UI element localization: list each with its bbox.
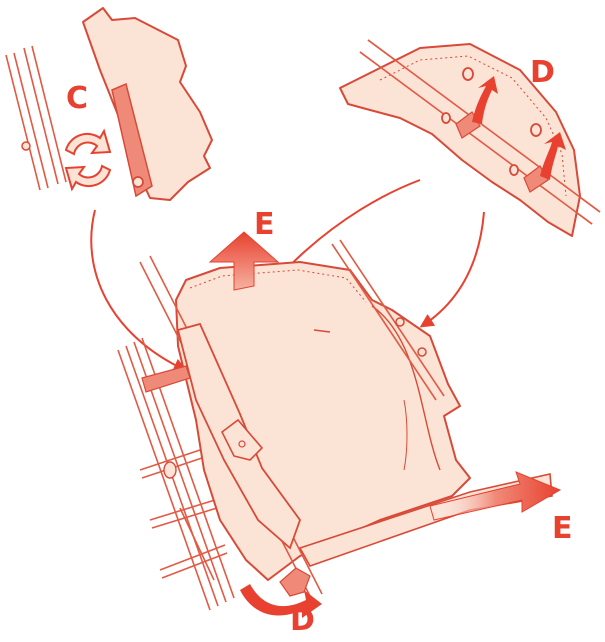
strap [111,82,153,198]
inset-d [216,39,601,365]
snap-button [132,176,144,188]
curved-arrow-icon [90,209,188,372]
label-c: C [66,81,89,116]
main-seat [117,239,553,611]
label-d-bottom: D [290,603,315,638]
snap-button [441,67,542,176]
fabric-panel [339,43,581,237]
curved-arrow-icon [208,231,562,618]
label-d-top: D [530,55,555,90]
buckle [220,418,264,461]
rotate-arrows-icon [64,128,112,192]
label-e-right: E [552,511,573,546]
frame-tube [5,45,67,191]
label-e-top: E [254,207,275,242]
inset-c [5,7,213,372]
curved-arrow-icon [472,76,566,180]
curved-arrow-icon [419,211,485,328]
